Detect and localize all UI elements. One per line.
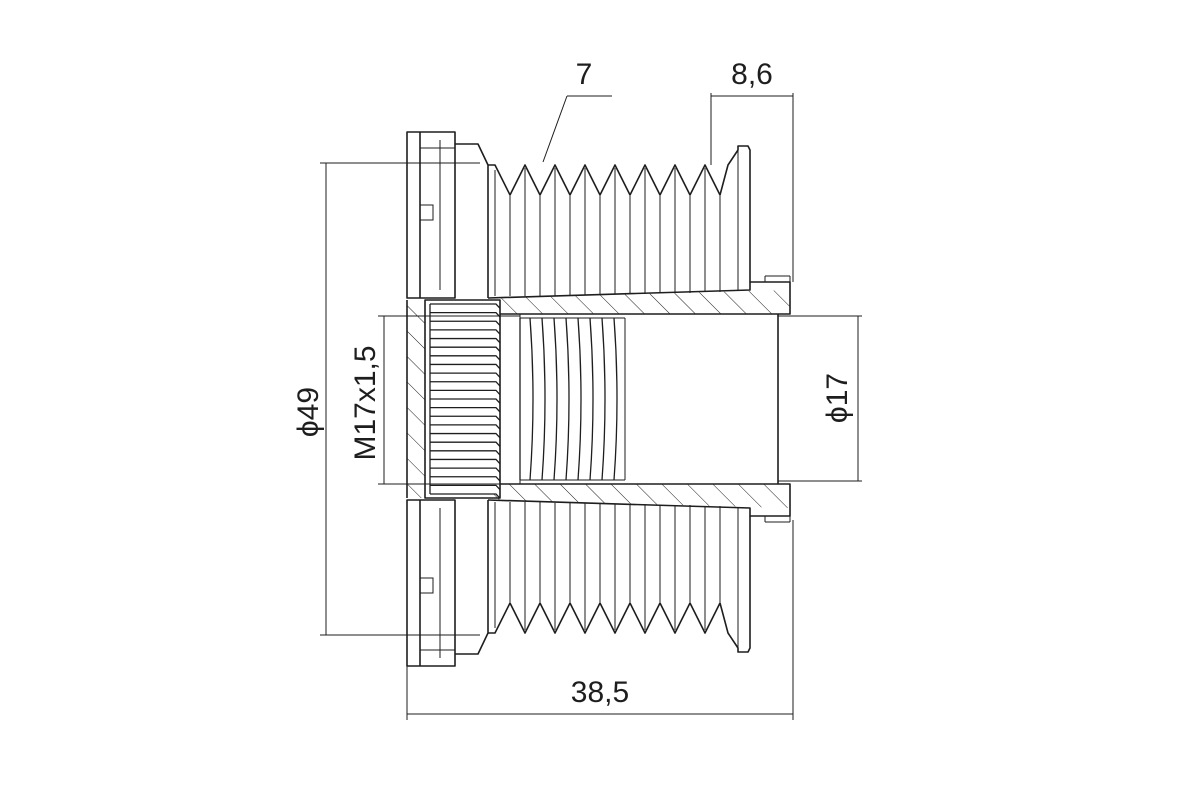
spline-tooth xyxy=(430,329,501,335)
spline-tooth xyxy=(430,458,501,465)
spline-tooth xyxy=(430,355,501,361)
spline-tooth xyxy=(430,450,501,456)
spline-tooth xyxy=(430,415,501,422)
spline-tooth xyxy=(430,346,501,352)
groove-count-leader: 7 xyxy=(542,58,612,163)
dimension-thread: M17x1,5 xyxy=(349,315,520,485)
left-flange xyxy=(406,131,456,667)
spline-tooth xyxy=(430,381,501,387)
thread-label: M17x1,5 xyxy=(349,345,382,460)
rib-lines-bottom xyxy=(494,502,739,648)
spline-tooth xyxy=(430,493,501,499)
rib-lines-top xyxy=(494,150,739,296)
spline-tooth xyxy=(430,372,501,378)
outer-diameter-label: ϕ49 xyxy=(292,387,325,437)
groove-count-label: 7 xyxy=(576,58,593,91)
dimension-flange-width: 8,6 xyxy=(710,58,794,282)
hub-sleeve xyxy=(487,275,791,523)
flange-width-label: 8,6 xyxy=(731,58,773,91)
dimension-bore-diameter: ϕ17 xyxy=(778,315,862,482)
dimension-overall-length: 38,5 xyxy=(406,520,794,720)
spline-tooth xyxy=(430,424,501,430)
spline-tooth xyxy=(430,441,501,447)
spline-tooth xyxy=(430,363,501,370)
internal-thread xyxy=(519,317,625,481)
overall-length-label: 38,5 xyxy=(571,676,629,709)
spline-tooth xyxy=(430,389,501,396)
spline-tooth xyxy=(430,337,501,344)
internal-spline xyxy=(406,299,521,499)
spline-tooth xyxy=(430,476,501,482)
grooved-body-top xyxy=(455,143,751,655)
spline-tooth xyxy=(430,303,501,309)
spline-tooth xyxy=(430,398,501,404)
spline-tooth xyxy=(430,467,501,473)
dimension-outer-diameter: ϕ49 xyxy=(292,162,480,636)
spline-tooth xyxy=(430,320,501,327)
spline-tooth xyxy=(430,432,501,439)
bore-diameter-label: ϕ17 xyxy=(821,373,854,423)
spline-tooth xyxy=(430,406,501,413)
spline-tooth xyxy=(430,484,501,491)
